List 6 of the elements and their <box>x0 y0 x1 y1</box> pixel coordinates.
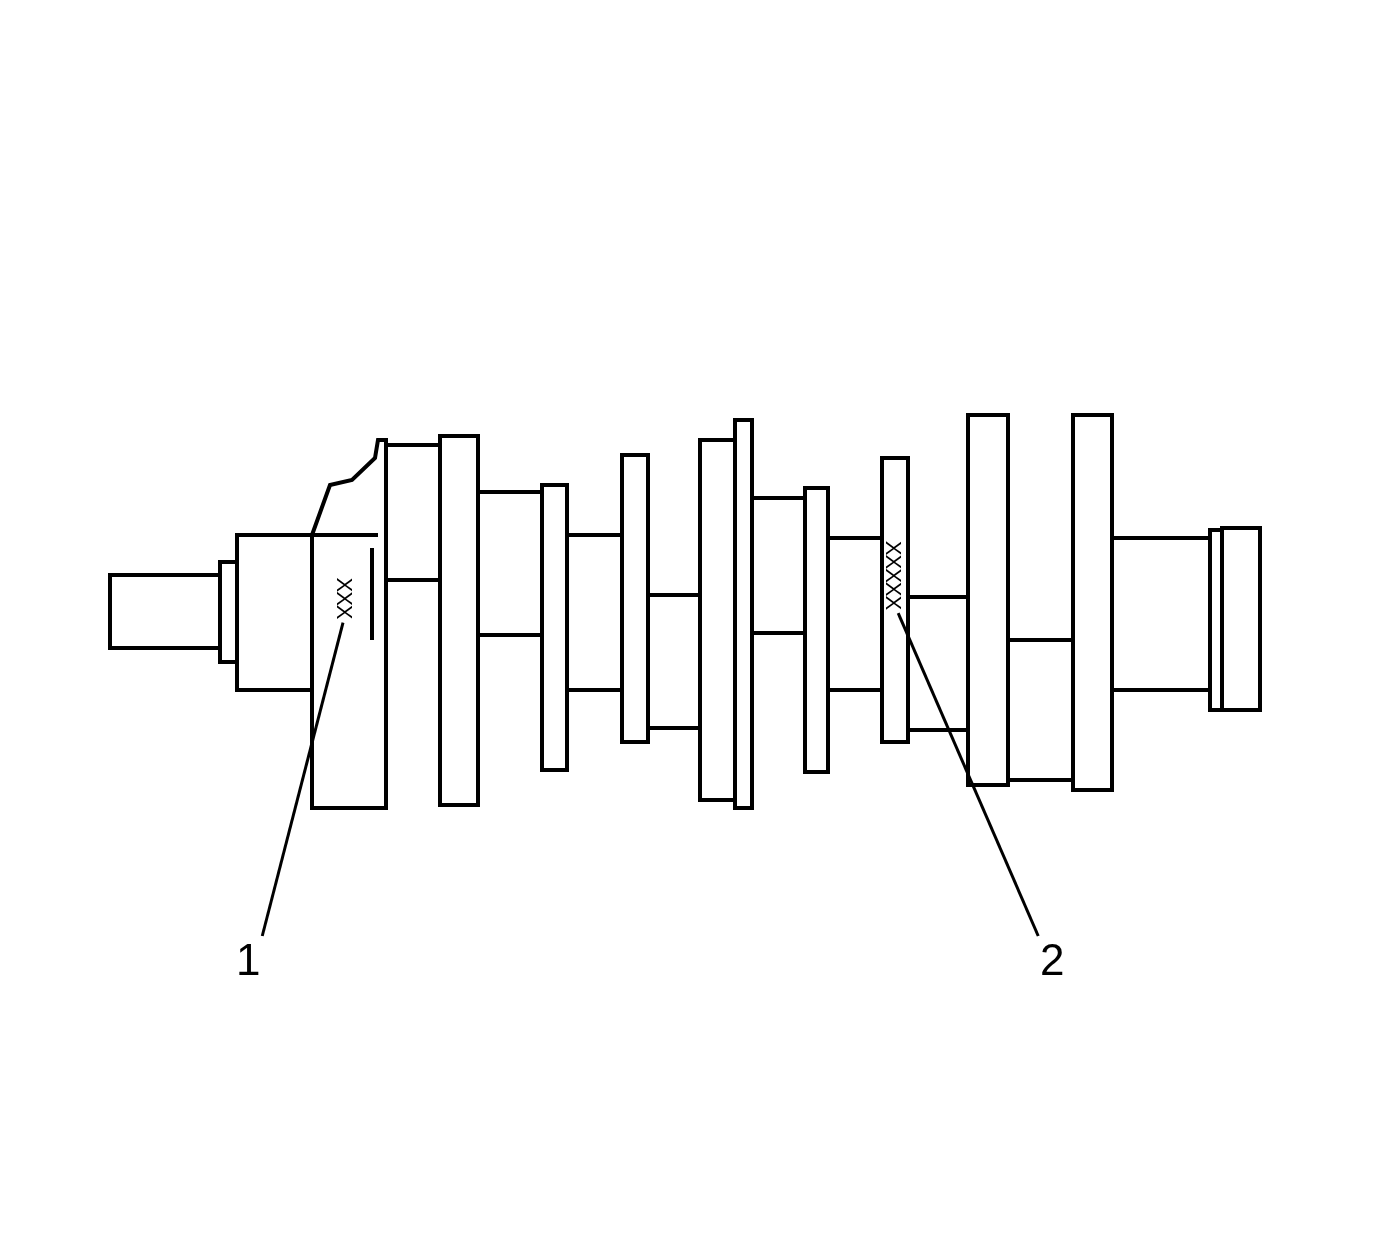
part-marking: XXX <box>332 577 354 619</box>
leader-line <box>260 622 345 937</box>
callout-number: 2 <box>1040 938 1065 982</box>
part-marking: XXXXX <box>882 540 905 610</box>
callout-number: 1 <box>236 938 261 982</box>
leader-line <box>896 612 1040 937</box>
